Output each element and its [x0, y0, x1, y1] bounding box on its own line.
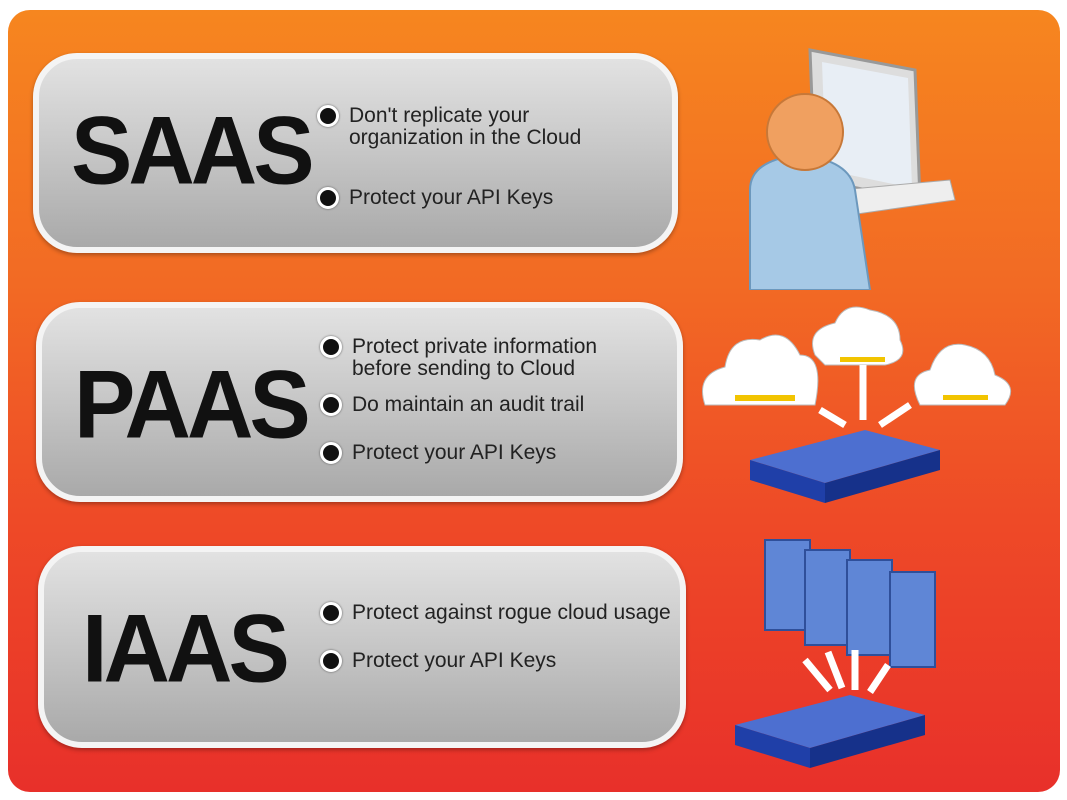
bullet-icon: [320, 394, 342, 416]
cloud-services-icon: [702, 306, 1012, 406]
tier-title: PAAS: [74, 351, 311, 459]
appliance-icon: [750, 430, 940, 503]
bullet-icon: [320, 650, 342, 672]
bullet: Protect against rogue cloud usage: [320, 602, 671, 624]
connection-lines-icon: [802, 650, 891, 694]
iaas-panel: IAAS Protect against rogue cloud usage P…: [38, 546, 686, 748]
saas-panel: SAAS Don't replicate your organization i…: [33, 53, 678, 253]
tier-title: SAAS: [71, 97, 315, 205]
tier-title: IAAS: [82, 595, 290, 703]
bullet: Protect your API Keys: [317, 187, 553, 209]
bullet: Do maintain an audit trail: [320, 394, 584, 416]
bullet-icon: [320, 336, 342, 358]
server-rack-icon: [764, 539, 936, 668]
bullet-icon: [320, 602, 342, 624]
bullet: Protect your API Keys: [320, 650, 556, 672]
bullet: Protect your API Keys: [320, 442, 556, 464]
bullet: Protect private information before sendi…: [320, 336, 650, 380]
appliance-icon: [735, 695, 925, 768]
paas-panel: PAAS Protect private information before …: [36, 302, 683, 502]
bullet-icon: [320, 442, 342, 464]
user-at-computer-icon: [749, 48, 956, 290]
bullet-icon: [317, 187, 339, 209]
bullet-icon: [317, 105, 339, 127]
bullet: Don't replicate your organization in the…: [317, 105, 647, 149]
connection-lines-icon: [818, 365, 912, 429]
